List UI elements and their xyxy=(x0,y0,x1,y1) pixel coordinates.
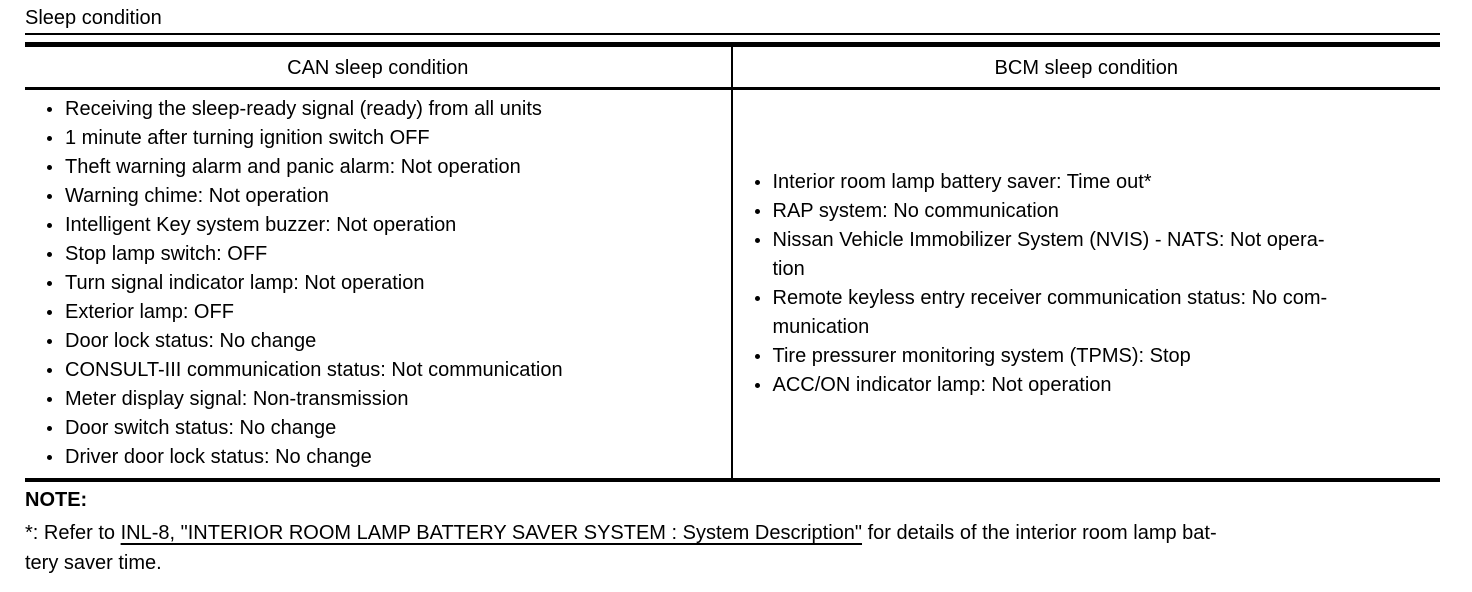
list-item: Interior room lamp battery saver: Time o… xyxy=(753,168,1433,197)
list-item: Door switch status: No change xyxy=(45,414,721,443)
bullet-icon xyxy=(45,211,65,240)
bullet-icon xyxy=(45,182,65,211)
bullet-icon xyxy=(753,168,773,197)
list-item-text: CONSULT-III communication status: Not co… xyxy=(65,359,563,381)
note-paragraph: *: Refer to INL-8, "INTERIOR ROOM LAMP B… xyxy=(25,518,1440,578)
bcm-condition-cell: Interior room lamp battery saver: Time o… xyxy=(733,90,1441,478)
bullet-icon xyxy=(45,443,65,472)
table-body-row: Receiving the sleep-ready signal (ready)… xyxy=(25,90,1440,478)
list-item-text: Intelligent Key system buzzer: Not opera… xyxy=(65,214,457,236)
bullet-icon xyxy=(753,226,773,284)
list-item-text: Receiving the sleep-ready signal (ready)… xyxy=(65,98,542,120)
list-item-text: Interior room lamp battery saver: Time o… xyxy=(772,171,1152,193)
list-item: Tire pressurer monitoring system (TPMS):… xyxy=(753,342,1433,371)
list-item: Nissan Vehicle Immobilizer System (NVIS)… xyxy=(753,226,1433,284)
list-item: Exterior lamp: OFF xyxy=(45,298,721,327)
list-item-text: Meter display signal: Non-transmission xyxy=(65,388,409,410)
bullet-icon xyxy=(45,240,65,269)
list-item-text: Door lock status: No change xyxy=(65,330,317,352)
list-item-text: ACC/ON indicator lamp: Not operation xyxy=(772,374,1112,396)
bullet-icon xyxy=(753,284,773,342)
list-item-text: Theft warning alarm and panic alarm: Not… xyxy=(65,156,521,178)
list-item: Remote keyless entry receiver communicat… xyxy=(753,284,1433,342)
list-item: ACC/ON indicator lamp: Not operation xyxy=(753,371,1433,400)
list-item: Turn signal indicator lamp: Not operatio… xyxy=(45,269,721,298)
bullet-icon xyxy=(45,124,65,153)
can-condition-cell: Receiving the sleep-ready signal (ready)… xyxy=(25,90,733,478)
bullet-icon xyxy=(45,385,65,414)
list-item: Driver door lock status: No change xyxy=(45,443,721,472)
list-item-text: Tire pressurer monitoring system (TPMS):… xyxy=(772,345,1191,367)
bullet-icon xyxy=(45,95,65,124)
bullet-icon xyxy=(753,197,773,226)
sleep-condition-table: CAN sleep condition BCM sleep condition … xyxy=(25,42,1440,482)
list-item: RAP system: No communication xyxy=(753,197,1433,226)
list-item: Receiving the sleep-ready signal (ready)… xyxy=(45,95,721,124)
list-item: CONSULT-III communication status: Not co… xyxy=(45,356,721,385)
list-item-text: Turn signal indicator lamp: Not operatio… xyxy=(65,272,425,294)
bcm-condition-list: Interior room lamp battery saver: Time o… xyxy=(753,168,1433,400)
title-rule xyxy=(25,33,1440,35)
list-item: Theft warning alarm and panic alarm: Not… xyxy=(45,153,721,182)
note-reference-link[interactable]: INL-8, "INTERIOR ROOM LAMP BATTERY SAVER… xyxy=(120,522,863,544)
list-item-text: Driver door lock status: No change xyxy=(65,446,372,468)
list-item: Intelligent Key system buzzer: Not opera… xyxy=(45,211,721,240)
note-suffix: for details of the interior room lamp ba… xyxy=(25,522,1217,574)
list-item-text: Nissan Vehicle Immobilizer System (NVIS)… xyxy=(772,229,1325,280)
list-item: Door lock status: No change xyxy=(45,327,721,356)
note-section: NOTE: *: Refer to INL-8, "INTERIOR ROOM … xyxy=(25,489,1440,578)
note-label: NOTE: xyxy=(25,489,88,511)
can-condition-list: Receiving the sleep-ready signal (ready)… xyxy=(45,95,721,472)
list-item-text: RAP system: No communication xyxy=(772,200,1059,222)
list-item-text: Remote keyless entry receiver communicat… xyxy=(772,287,1328,338)
list-item-text: Door switch status: No change xyxy=(65,417,337,439)
bullet-icon xyxy=(753,371,773,400)
bullet-icon xyxy=(45,327,65,356)
list-item: Warning chime: Not operation xyxy=(45,182,721,211)
bullet-icon xyxy=(45,298,65,327)
bullet-icon xyxy=(45,153,65,182)
bullet-icon xyxy=(45,414,65,443)
list-item: Meter display signal: Non-transmission xyxy=(45,385,721,414)
page-title: Sleep condition xyxy=(25,7,162,29)
bullet-icon xyxy=(45,269,65,298)
list-item: 1 minute after turning ignition switch O… xyxy=(45,124,721,153)
list-item-text: Stop lamp switch: OFF xyxy=(65,243,268,265)
header-cell-can: CAN sleep condition xyxy=(25,47,733,87)
bullet-icon xyxy=(753,342,773,371)
list-item-text: Warning chime: Not operation xyxy=(65,185,329,207)
list-item-text: 1 minute after turning ignition switch O… xyxy=(65,127,430,149)
list-item-text: Exterior lamp: OFF xyxy=(65,301,234,323)
table-header-row: CAN sleep condition BCM sleep condition xyxy=(25,47,1440,90)
header-cell-bcm: BCM sleep condition xyxy=(994,57,1178,79)
bullet-icon xyxy=(45,356,65,385)
note-prefix: *: Refer to xyxy=(25,522,121,544)
list-item: Stop lamp switch: OFF xyxy=(45,240,721,269)
